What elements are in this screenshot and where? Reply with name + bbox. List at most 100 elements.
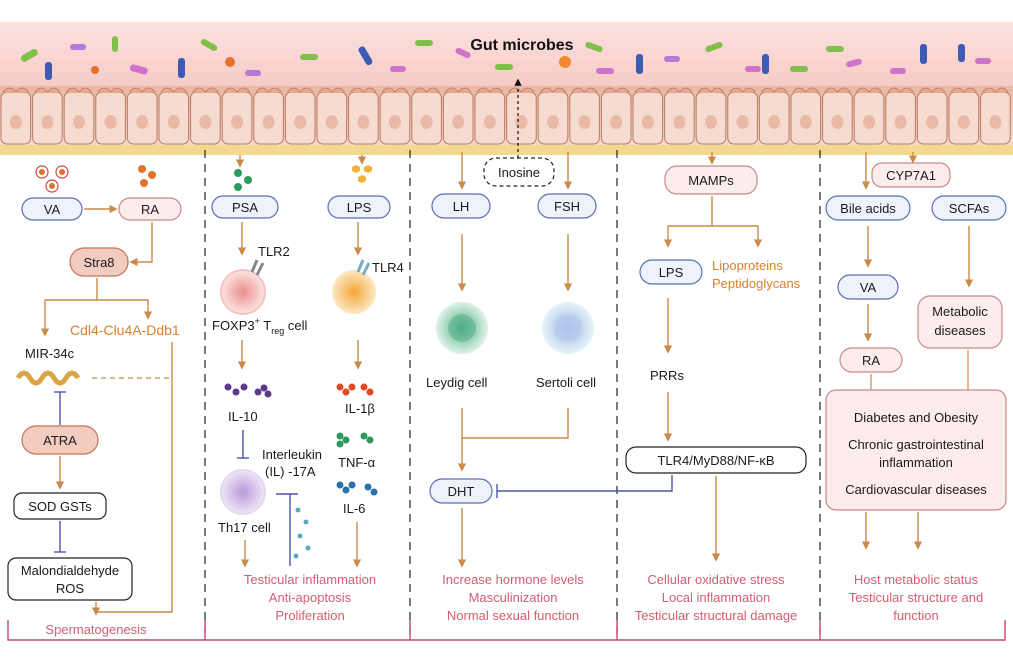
microvilli	[129, 87, 156, 93]
microvilli	[539, 87, 567, 93]
il1b-label: IL-1β	[345, 401, 375, 416]
diagram-title: Gut microbes	[470, 37, 573, 54]
microvilli	[761, 87, 788, 93]
outcome-oxidative-stress: Cellular oxidative stress	[647, 572, 785, 587]
psa-molecules-icon	[234, 169, 252, 191]
cyp7a1-node: CYP7A1	[871, 162, 951, 188]
microvilli	[255, 87, 282, 93]
microvilli	[287, 87, 314, 93]
tlr4-label: TLR4	[372, 260, 404, 275]
epithelial-nucleus	[736, 115, 749, 129]
il6-cytokines-icon	[336, 481, 378, 496]
epithelial-nucleus	[957, 115, 970, 129]
sod-gsts-node: SOD GSTs	[13, 492, 107, 520]
svg-text:TLR4/MyD88/NF-κB: TLR4/MyD88/NF-κB	[657, 453, 774, 468]
svg-text:VA: VA	[44, 202, 61, 217]
gut-lumen: Gut microbes	[0, 0, 1013, 90]
leydig-cell-label: Leydig cell	[426, 375, 488, 390]
microvilli	[445, 87, 472, 93]
bile-acids-node: Bile acids	[825, 195, 911, 221]
epithelial-nucleus	[641, 115, 654, 129]
tnf-label: TNF-α	[338, 455, 376, 470]
microvilli	[192, 87, 219, 93]
ra-node-metabolism: RA	[839, 347, 903, 373]
svg-text:Metabolic: Metabolic	[932, 304, 988, 319]
sertoli-cell-label: Sertoli cell	[536, 375, 596, 390]
diabetes-obesity-label: Diabetes and Obesity	[854, 410, 979, 425]
microvilli	[634, 87, 661, 93]
microvilli	[223, 87, 251, 93]
mirna-strand-icon	[15, 370, 81, 386]
microvilli	[666, 87, 693, 93]
psa-node: PSA	[211, 195, 279, 219]
microvilli	[792, 87, 819, 93]
outcome-sexual-function: Normal sexual function	[447, 608, 579, 623]
leydig-cell-icon	[436, 302, 488, 354]
outcome-spermatogenesis: Spermatogenesis	[45, 622, 147, 637]
dht-node: DHT	[429, 478, 493, 504]
svg-text:ROS: ROS	[56, 581, 85, 596]
microvilli	[97, 87, 124, 93]
epithelial-nucleus	[389, 115, 401, 129]
cardiovascular-label: Cardiovascular diseases	[845, 482, 987, 497]
lh-node: LH	[431, 193, 491, 219]
microvilli	[855, 87, 883, 93]
epithelial-nucleus	[768, 115, 781, 129]
il17-label-line2: (IL) -17A	[265, 464, 316, 479]
fsh-node: FSH	[537, 193, 597, 219]
epithelial-nucleus	[41, 115, 54, 129]
epithelial-nucleus	[831, 115, 844, 129]
outcome-local-inflammation: Local inflammation	[662, 590, 770, 605]
epithelial-nucleus	[515, 115, 528, 129]
tlr2-label: TLR2	[258, 244, 290, 259]
microvilli	[413, 87, 440, 93]
epithelial-nucleus	[799, 115, 812, 129]
scfas-node: SCFAs	[931, 195, 1007, 221]
svg-text:CYP7A1: CYP7A1	[886, 168, 936, 183]
svg-text:LH: LH	[453, 199, 470, 214]
th17-cell-icon	[220, 469, 266, 515]
mir34c-label: MIR-34c	[25, 346, 75, 361]
peptidoglycans-label: Peptidoglycans	[712, 276, 801, 291]
epithelial-nucleus	[167, 115, 180, 129]
epithelial-nucleus	[863, 115, 875, 129]
chronic-gi-label: Chronic gastrointestinal	[848, 437, 984, 452]
outcome-masculinization: Masculinization	[469, 590, 558, 605]
il17a-secretion-icon	[276, 493, 311, 566]
lps-node-mamps: LPS	[639, 259, 703, 285]
outcome-hormone-levels: Increase hormone levels	[442, 572, 584, 587]
microvilli	[982, 87, 1009, 93]
il1b-cytokines-icon	[336, 383, 374, 396]
epithelial-nucleus	[705, 115, 717, 129]
basement-layer	[0, 145, 1013, 155]
outcome-proliferation: Proliferation	[275, 608, 344, 623]
svg-text:ATRA: ATRA	[43, 433, 77, 448]
inflammation-label: inflammation	[879, 455, 953, 470]
svg-text:VA: VA	[860, 280, 877, 295]
svg-text:FSH: FSH	[554, 199, 580, 214]
epithelial-nucleus	[73, 115, 85, 129]
microvilli	[508, 87, 535, 93]
microvilli	[350, 87, 377, 93]
ra-node: RA	[118, 197, 182, 221]
epithelial-nucleus	[452, 115, 465, 129]
outcome-testicular-inflammation: Testicular inflammation	[244, 572, 376, 587]
tlr4-myd88-nfkb-node: TLR4/MyD88/NF-κB	[625, 446, 807, 474]
microvilli	[476, 87, 503, 93]
epithelial-nucleus	[547, 115, 559, 129]
svg-text:DHT: DHT	[448, 484, 475, 499]
microvilli	[571, 87, 598, 93]
microvilli	[2, 87, 29, 93]
epithelial-nucleus	[294, 115, 307, 129]
microvilli	[318, 87, 345, 93]
microvilli	[697, 87, 725, 93]
epithelial-nucleus	[325, 115, 338, 129]
microvilli	[919, 87, 946, 93]
treg-cell-icon	[220, 259, 266, 315]
epithelial-nucleus	[357, 115, 370, 129]
svg-text:SOD GSTs: SOD GSTs	[28, 499, 92, 514]
microvilli	[603, 87, 630, 93]
stra8-node: Stra8	[69, 247, 129, 277]
epithelial-nucleus	[673, 115, 686, 129]
